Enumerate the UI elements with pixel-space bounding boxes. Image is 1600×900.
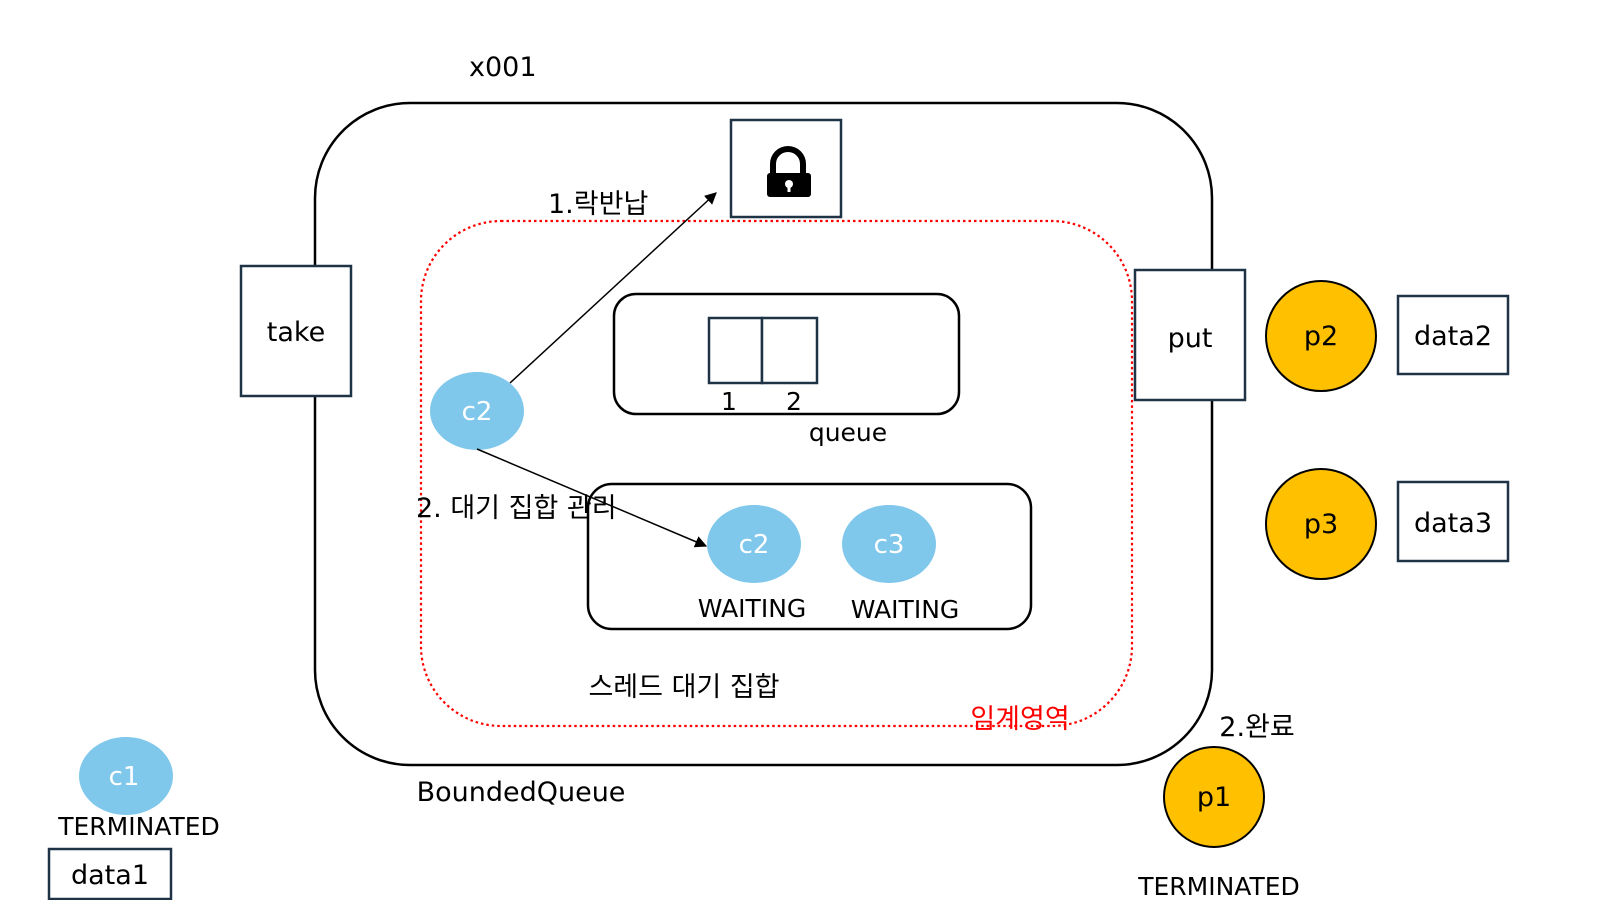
thread-p1-state: TERMINATED (1137, 872, 1300, 900)
data2-label: data2 (1414, 321, 1492, 352)
thread-c1 (79, 737, 173, 815)
bounded-queue-object (313, 101, 1214, 767)
thread-p2 (1265, 280, 1377, 392)
thread-c2-waiting (707, 505, 801, 583)
lock-box (729, 118, 843, 219)
thread-c2-waiting-state: WAITING (698, 594, 807, 623)
data3-box (1396, 480, 1510, 563)
data1-box (47, 847, 173, 900)
thread-c3-waiting-label: c3 (874, 530, 905, 560)
data1-label: data1 (71, 860, 149, 891)
manage-wait-set-arrow (476, 448, 708, 548)
thread-c3-waiting (842, 505, 936, 583)
wait-set-container (586, 482, 1033, 631)
instance-id-label: x001 (469, 52, 537, 83)
queue-container (612, 292, 961, 416)
thread-c1-state: TERMINATED (57, 812, 220, 841)
take-method-label: take (267, 317, 325, 348)
critical-section-region (419, 219, 1134, 728)
queue-slot-2-label: 2 (786, 387, 802, 416)
wait-set-label: 스레드 대기 집합 (588, 672, 779, 703)
queue-slot-1-label: 1 (721, 387, 737, 416)
thread-c2-active-label: c2 (462, 397, 493, 427)
thread-p1 (1163, 746, 1265, 848)
thread-c2-waiting-label: c2 (739, 530, 770, 560)
queue-label: queue (809, 418, 887, 447)
thread-p1-label: p1 (1197, 782, 1231, 813)
thread-c1-label: c1 (109, 762, 140, 792)
p1-complete-label: 2.완료 (1219, 712, 1294, 743)
thread-p3 (1265, 468, 1377, 580)
thread-c3-waiting-state: WAITING (851, 595, 960, 624)
release-lock-arrow (509, 192, 717, 384)
thread-p3-label: p3 (1304, 509, 1338, 540)
bounded-queue-label: BoundedQueue (417, 777, 626, 808)
put-method-box (1133, 268, 1247, 402)
lock-icon (767, 146, 811, 197)
data2-box (1396, 294, 1510, 376)
take-method-box (239, 264, 353, 398)
critical-section-label: 임계영역 (970, 704, 1069, 735)
data3-label: data3 (1414, 508, 1492, 539)
thread-c2-active (430, 372, 524, 450)
queue-slot-1 (707, 316, 764, 385)
manage-wait-set-arrow-label: 2. 대기 집합 관리 (416, 493, 617, 524)
release-lock-arrow-label: 1.락반납 (548, 189, 648, 220)
put-method-label: put (1168, 323, 1213, 354)
queue-slot-2 (760, 316, 819, 385)
thread-p2-label: p2 (1304, 321, 1338, 352)
